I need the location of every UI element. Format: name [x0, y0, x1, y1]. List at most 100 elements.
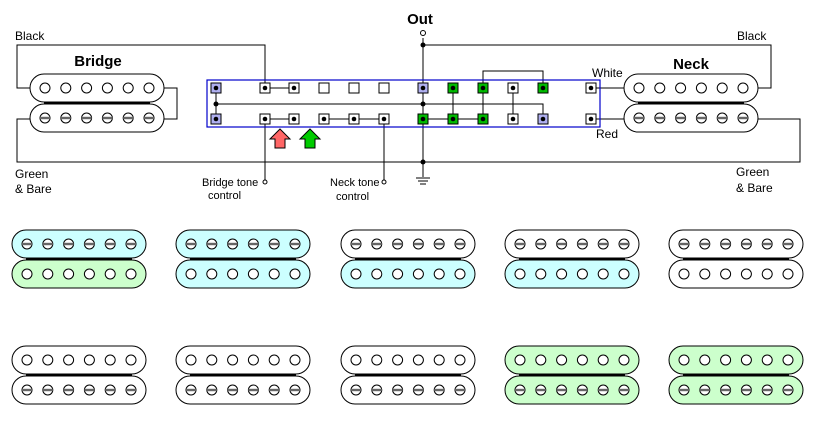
screw-slot [63, 388, 74, 392]
screw-slot [654, 116, 665, 120]
switch-lug-bottom-5[interactable] [348, 113, 360, 125]
screw-slot [351, 242, 361, 246]
switch-lug-bottom-1[interactable] [210, 113, 222, 125]
bridge-label: Bridge [74, 53, 122, 70]
position-pickup-6 [11, 345, 147, 405]
switch-lug-top-8[interactable] [447, 82, 459, 94]
screw-slot [102, 116, 113, 120]
selector-switch[interactable] [206, 79, 601, 128]
bridge-pickup-bottom-coil [29, 103, 165, 133]
switch-lug-top-6[interactable] [378, 82, 390, 94]
lug-dot [420, 116, 426, 122]
screw-slot [455, 242, 465, 246]
screw-pole-icon [125, 238, 137, 250]
bridge-green-wire-label-2: & Bare [15, 182, 52, 196]
position-pickup-1-bottom-coil [11, 259, 147, 289]
pole-piece-icon [695, 82, 707, 94]
switch-lug-bottom-12[interactable] [585, 113, 597, 125]
screw-pole-icon [247, 238, 259, 250]
lug-dot [540, 116, 546, 122]
screw-slot [290, 388, 300, 392]
pole-piece-icon [143, 82, 155, 94]
screw-slot [84, 242, 95, 246]
screw-pole-icon [104, 384, 116, 396]
neck-pickup-top-coil [623, 73, 759, 103]
pole-piece-icon [597, 268, 609, 280]
lug-dot [510, 85, 516, 91]
switch-lug-top-2[interactable] [259, 82, 271, 94]
screw-slot [515, 388, 525, 392]
switch-lug-bottom-3[interactable] [288, 113, 300, 125]
screw-pole-icon [633, 112, 645, 124]
screw-slot [434, 242, 445, 246]
lug-box [348, 82, 360, 94]
switch-lug-top-9[interactable] [477, 82, 489, 94]
neck-label: Neck [673, 56, 710, 73]
pole-piece-icon [371, 354, 383, 366]
screw-slot [248, 242, 259, 246]
pole-piece-icon [556, 354, 568, 366]
switch-lug-top-7[interactable] [417, 82, 429, 94]
switch-lug-top-1[interactable] [210, 82, 222, 94]
screw-pole-icon [576, 238, 588, 250]
switch-lug-bottom-2[interactable] [259, 113, 271, 125]
pole-piece-icon [433, 354, 445, 366]
neck-tone-label-2: control [336, 191, 369, 203]
screw-pole-icon [556, 238, 568, 250]
screw-pole-icon [42, 238, 54, 250]
pole-piece-icon [39, 82, 51, 94]
position-grid [11, 229, 804, 405]
bridge-tone-terminal [262, 179, 268, 185]
screw-pole-icon [185, 384, 197, 396]
screw-pole-icon [206, 238, 218, 250]
screw-pole-icon [716, 112, 728, 124]
screw-pole-icon [350, 238, 362, 250]
switch-lug-bottom-8[interactable] [447, 113, 459, 125]
switch-lug-top-3[interactable] [288, 82, 300, 94]
screw-pole-icon [371, 238, 383, 250]
screw-slot [227, 388, 238, 392]
pole-piece-icon [206, 268, 218, 280]
screw-pole-icon [675, 112, 687, 124]
screw-pole-icon [185, 238, 197, 250]
switch-lug-bottom-7[interactable] [417, 113, 429, 125]
screw-pole-icon [514, 384, 526, 396]
lug-dot [540, 85, 546, 91]
pole-piece-icon [454, 268, 466, 280]
pole-piece-icon [392, 268, 404, 280]
pole-piece-icon [63, 268, 75, 280]
screw-pole-icon [289, 238, 301, 250]
switch-lug-top-12[interactable] [585, 82, 597, 94]
switch-lug-top-11[interactable] [537, 82, 549, 94]
bridge-series-link [164, 87, 178, 120]
neck-pickup [623, 73, 759, 133]
switch-lug-bottom-10[interactable] [507, 113, 519, 125]
pole-piece-icon [618, 354, 630, 366]
screw-slot [206, 242, 217, 246]
neck-black-wire-label: Black [737, 29, 767, 43]
screw-slot [413, 388, 424, 392]
switch-lug-bottom-11[interactable] [537, 113, 549, 125]
pole-piece-icon [654, 82, 666, 94]
screw-pole-icon [737, 112, 749, 124]
pole-piece-icon [83, 268, 95, 280]
screw-slot [351, 388, 361, 392]
screw-pole-icon [143, 112, 155, 124]
arrows [268, 128, 322, 149]
position-pickup-10-bottom-coil [668, 375, 804, 405]
screw-slot [598, 388, 609, 392]
screw-slot [577, 388, 588, 392]
pole-piece-icon [227, 268, 239, 280]
lug-dot [351, 116, 357, 122]
pole-piece-icon [289, 268, 301, 280]
switch-lug-top-5[interactable] [348, 82, 360, 94]
screw-slot [535, 388, 546, 392]
switch-lug-bottom-9[interactable] [477, 113, 489, 125]
bridge-black-wire-label: Black [15, 29, 45, 43]
switch-lug-top-4[interactable] [318, 82, 330, 94]
switch-lug-top-10[interactable] [507, 82, 519, 94]
position-pickup-10 [668, 345, 804, 405]
position-pickup-2-top-coil [175, 229, 311, 259]
switch-lug-bottom-6[interactable] [378, 113, 390, 125]
switch-lug-bottom-4[interactable] [318, 113, 330, 125]
